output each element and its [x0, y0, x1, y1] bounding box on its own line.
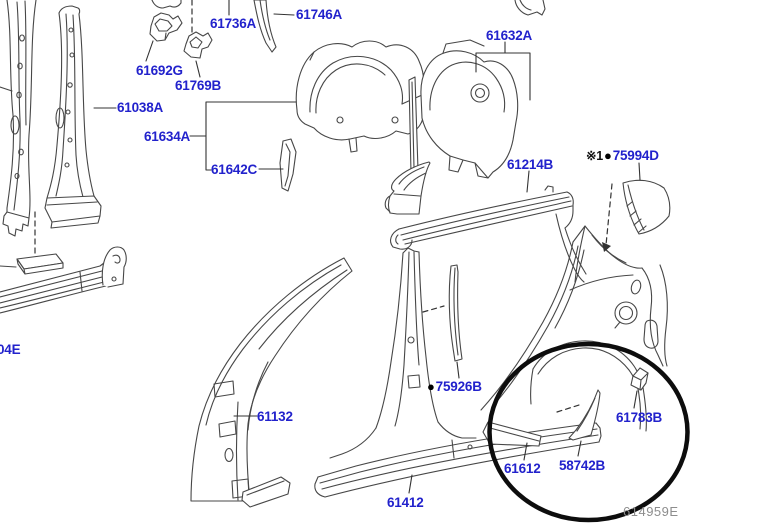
arrowhead-75994D — [602, 242, 611, 252]
callout-75994D[interactable]: ※1 ● 75994D — [586, 149, 659, 163]
reference-mark: ※1 — [586, 148, 604, 163]
leader-75926B — [456, 361, 460, 379]
part-strip-61642C — [279, 138, 297, 192]
callout-61612[interactable]: 61612 — [504, 461, 541, 476]
leader-61769B — [195, 60, 201, 78]
callout-61038A[interactable]: 61038A — [117, 100, 164, 115]
callout-61642C[interactable]: 61642C — [211, 162, 258, 177]
leader-61634A-bracket — [189, 101, 297, 171]
callout-61412[interactable]: 61412 — [387, 495, 424, 510]
callout-61783B[interactable]: 61783B — [616, 410, 663, 425]
callout-61634A[interactable]: 61634A — [144, 129, 191, 144]
leader-61612 — [523, 442, 528, 461]
part-bracket-61692G — [149, 12, 183, 42]
callout-58742B[interactable]: 58742B — [559, 458, 606, 473]
callout-61736A[interactable]: 61736A — [210, 16, 257, 31]
dashed-arrow-75994D — [605, 183, 613, 246]
leader-61632A-bracket — [475, 41, 531, 101]
callout-61769B[interactable]: 61769B — [175, 78, 222, 93]
part-front-pillar-inner — [0, 0, 37, 237]
callout-61132[interactable]: 61132 — [257, 409, 293, 424]
dashed-58742B — [556, 404, 580, 413]
part-roof-side-rail — [390, 185, 587, 283]
callout-75926B[interactable]: ● 75926B — [427, 380, 482, 394]
part-center-pillar-top — [384, 161, 431, 215]
part-bracket-61769B — [183, 31, 213, 59]
part-top-fragments — [151, 0, 546, 16]
leader-61692G — [145, 40, 154, 62]
callout-61632A[interactable]: 61632A — [486, 28, 533, 43]
drawing-code: 614959E — [623, 504, 679, 519]
leader-61783B — [633, 390, 638, 409]
part-clip-61783B — [630, 367, 649, 391]
leader-58742B — [577, 440, 582, 457]
part-strip-75926B — [448, 264, 463, 362]
bullet-icon: ● — [427, 379, 435, 395]
highlight-ellipse — [487, 341, 690, 523]
bullet-icon: ● — [604, 148, 612, 164]
leader-61412 — [408, 474, 413, 494]
leader-61214B — [526, 170, 530, 193]
callout-61746A[interactable]: 61746A — [296, 7, 343, 22]
part-sill-plate — [0, 253, 64, 275]
leader-75994D — [638, 162, 641, 181]
dashed-pillar-strip — [422, 305, 445, 313]
callout-61214B[interactable]: 61214B — [507, 157, 554, 172]
part-pillar-strip-61746A — [253, 0, 277, 53]
part-front-wheelhouse — [295, 40, 425, 153]
part-wedge-75994D — [622, 179, 671, 235]
part-mudguard-58742B — [568, 389, 601, 441]
part-rocker-panel-left — [0, 246, 127, 314]
callout-61692G[interactable]: 61692G — [136, 63, 183, 78]
callout-04E[interactable]: 04E — [0, 342, 21, 357]
part-body-side-front — [190, 257, 353, 502]
part-rear-wheelhouse — [408, 39, 519, 179]
dashed-lines — [34, 0, 613, 413]
callout-75994D-text: 75994D — [612, 148, 659, 163]
part-center-pillar-outer — [44, 5, 102, 229]
part-center-pillar-rocker — [241, 247, 602, 508]
leader-61746A — [273, 13, 295, 16]
callout-75926B-text: 75926B — [435, 379, 482, 394]
leader-lines — [93, 0, 641, 494]
